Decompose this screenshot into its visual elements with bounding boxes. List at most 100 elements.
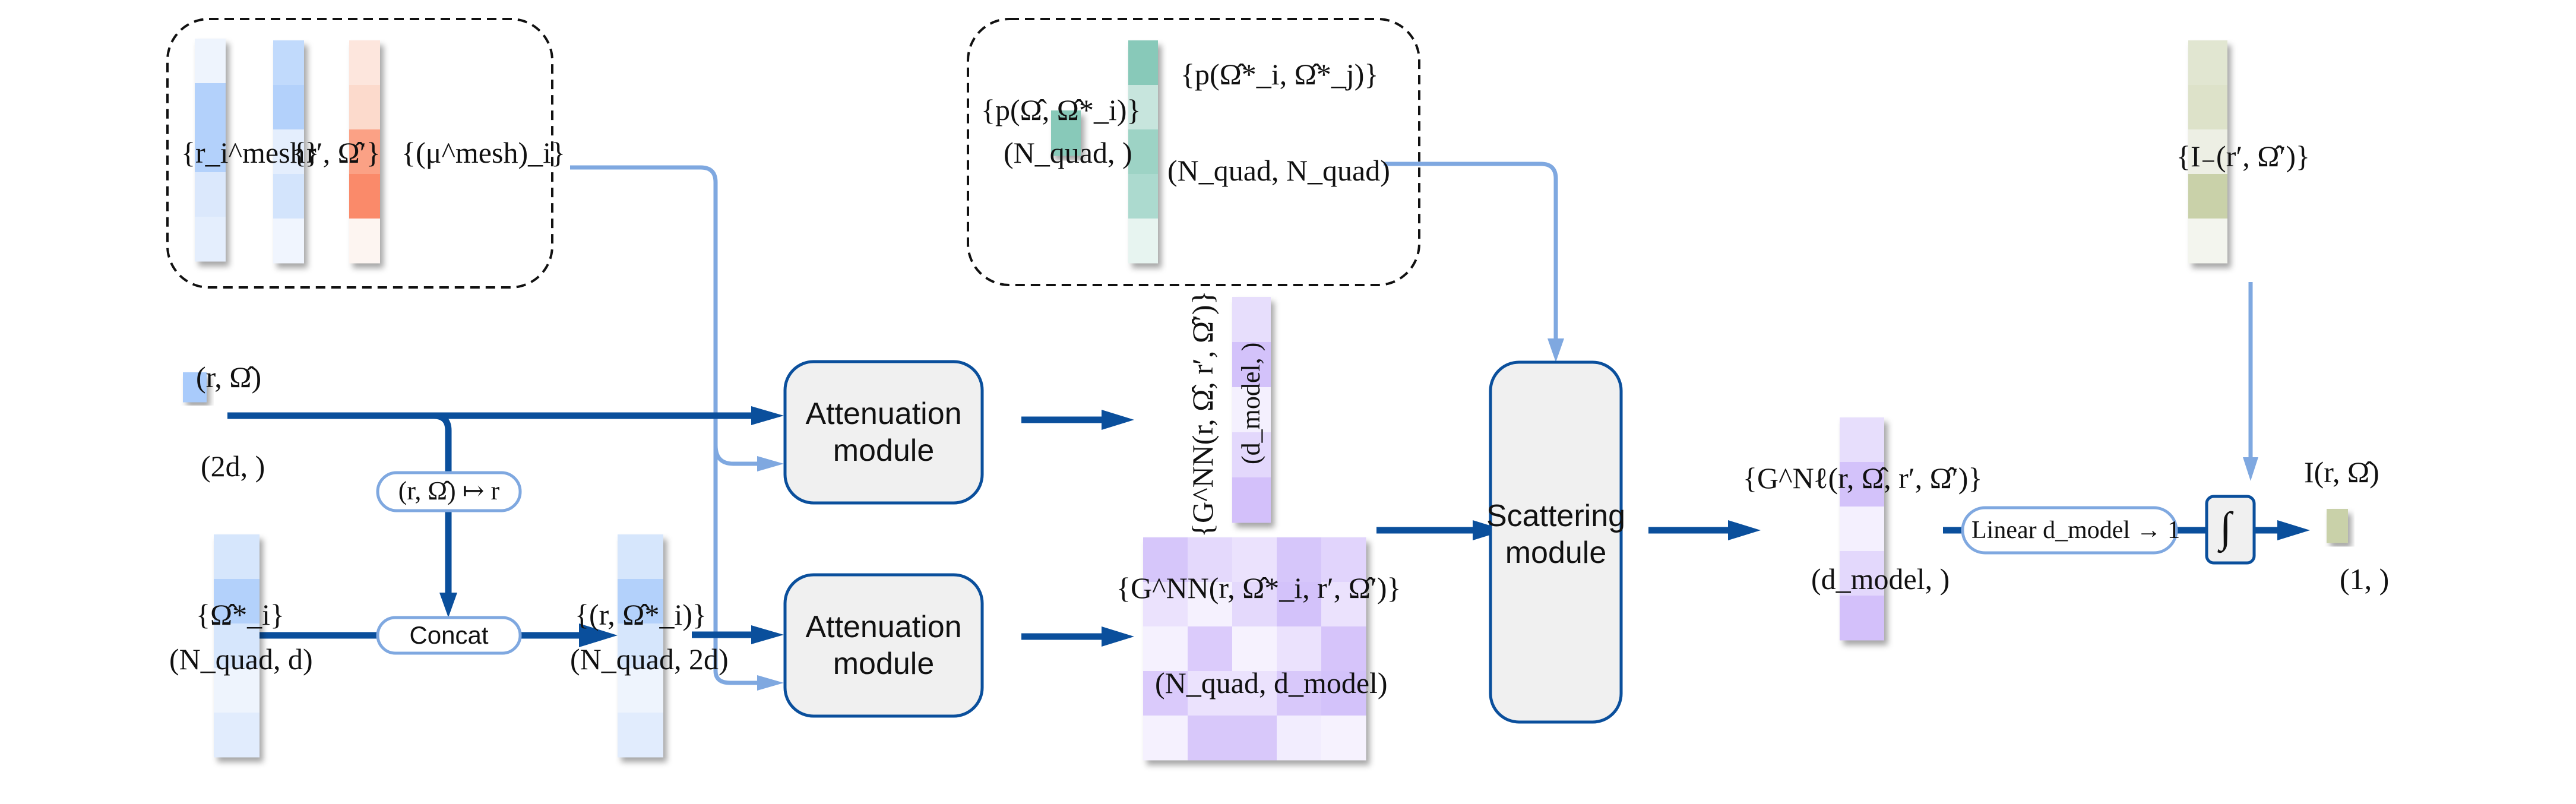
linear-label[interactable]: Linear d_model → 1 bbox=[1971, 517, 2181, 544]
p-vec-shape: (N_quad, ) bbox=[1004, 136, 1132, 169]
incoming-column-cell bbox=[2188, 85, 2227, 130]
attenuation-coeff-column-cell bbox=[349, 40, 380, 86]
phase-function-group bbox=[967, 18, 1420, 286]
arrowhead-scattering-aux bbox=[1548, 338, 1564, 362]
gnn-matrix-cell bbox=[1143, 537, 1188, 583]
attenuation-module-2[interactable] bbox=[783, 573, 984, 718]
attenuation-module-2-label[interactable]: Attenuation module bbox=[805, 609, 962, 681]
gnn-matrix-cell bbox=[1277, 537, 1322, 583]
mesh-positions-column bbox=[195, 39, 226, 262]
arrowhead-att2-aux bbox=[757, 675, 784, 691]
arrowhead-integral-aux bbox=[2243, 457, 2258, 481]
main-connectors bbox=[227, 412, 2283, 640]
incoming-column-cell bbox=[2188, 129, 2227, 175]
query-label: (r, Ω̂) bbox=[196, 360, 262, 394]
gnn-single-column-cell bbox=[1232, 432, 1271, 478]
mesh-positions-column-cell bbox=[195, 128, 226, 173]
mesh-to-attenuation1-branch bbox=[713, 445, 773, 467]
gnn-matrix bbox=[1143, 537, 1366, 761]
gnl-column-cell bbox=[1840, 551, 1884, 596]
p-mat-column-cell bbox=[1128, 174, 1158, 219]
gnn-matrix-cell bbox=[1232, 626, 1277, 672]
primed-points-column-cell bbox=[273, 219, 304, 264]
concat-out-column-cell bbox=[618, 713, 663, 758]
gnn-single-column bbox=[1232, 297, 1271, 523]
concat-out-column bbox=[618, 534, 663, 758]
mesh-positions-column-cell bbox=[195, 172, 226, 217]
query-shape: (2d, ) bbox=[201, 450, 265, 483]
query-branch-down bbox=[433, 412, 452, 473]
phase-to-scattering-line bbox=[1384, 162, 1559, 351]
gnn-matrix-cell bbox=[1188, 671, 1233, 716]
incoming-column-cell bbox=[2188, 40, 2227, 86]
gnn-matrix-cell bbox=[1321, 537, 1366, 583]
gnl-column-cell bbox=[1840, 462, 1884, 507]
gnn-matrix-cell bbox=[1321, 716, 1366, 761]
p-mat-column-cell bbox=[1128, 40, 1158, 86]
attenuation-module-1-label[interactable]: Attenuation module bbox=[805, 396, 962, 468]
concat-pill[interactable] bbox=[376, 616, 522, 655]
gnn-matrix-cell bbox=[1277, 671, 1322, 716]
arrowhead-att2-out bbox=[1102, 626, 1134, 647]
primed-points-column-cell bbox=[273, 85, 304, 130]
p-mat-column bbox=[1128, 40, 1158, 264]
quad-dirs-column bbox=[214, 534, 260, 758]
arrowhead-att1-aux bbox=[757, 456, 784, 471]
primed-points-column bbox=[273, 40, 304, 264]
attenuation-coeff-column-cell bbox=[349, 219, 380, 264]
gnn-matrix-cell bbox=[1232, 582, 1277, 627]
attenuation-module-1[interactable] bbox=[783, 360, 984, 505]
gnn-matrix-cell bbox=[1143, 626, 1188, 672]
gnn-matrix-shape: (N_quad, d_model) bbox=[1155, 666, 1388, 699]
gnn-matrix-cell bbox=[1232, 537, 1277, 583]
gnn-matrix-cell bbox=[1143, 582, 1188, 627]
primed-points-column-cell bbox=[273, 40, 304, 86]
arrowhead-concatout-main bbox=[579, 623, 618, 647]
p-vec-square-cell bbox=[1051, 110, 1081, 156]
scattering-module-label[interactable]: Scattering module bbox=[1486, 498, 1626, 570]
primed-points-column-cell bbox=[273, 129, 304, 175]
output-square bbox=[2327, 509, 2348, 543]
incoming-column-cell bbox=[2188, 174, 2227, 219]
mesh-to-attenuation-line bbox=[570, 165, 773, 686]
incoming-label: {I₋(r′, Ω̂′)} bbox=[2176, 140, 2311, 173]
primed-points-label: {r′, Ω̂′} bbox=[292, 136, 381, 169]
gnl-shape: (d_model, ) bbox=[1811, 562, 1950, 596]
incoming-column-cell bbox=[2188, 219, 2227, 264]
attenuation-coeff-column-cell bbox=[349, 85, 380, 130]
quad-dirs-shape: (N_quad, d) bbox=[169, 642, 313, 676]
p-mat-label: {p(Ω̂*_i, Ω̂*_j)} bbox=[1181, 58, 1379, 91]
output-shape: (1, ) bbox=[2340, 562, 2390, 596]
arrowhead-concat-main bbox=[439, 593, 457, 618]
output-square-cell bbox=[2327, 509, 2348, 543]
arrowhead-scattering-out bbox=[1728, 520, 1761, 540]
attenuation-coeff-label: {(μ^mesh)_i} bbox=[401, 136, 566, 169]
quad-dirs-column-cell bbox=[214, 713, 260, 758]
gnn-matrix-cell bbox=[1188, 716, 1233, 761]
gnn-matrix-cell bbox=[1232, 671, 1277, 716]
integral-box[interactable] bbox=[2205, 495, 2256, 565]
gnn-single-shape: (d_model, ) bbox=[1236, 342, 1265, 464]
gnn-matrix-cell bbox=[1188, 582, 1233, 627]
concat-label[interactable]: Concat bbox=[409, 621, 489, 649]
gnn-matrix-cell bbox=[1321, 582, 1366, 627]
concat-out-label: {(r, Ω̂*_i)} bbox=[575, 598, 707, 631]
gnn-matrix-cell bbox=[1277, 626, 1322, 672]
p-vec-square bbox=[1051, 110, 1081, 156]
projection-label[interactable]: (r, Ω̂) ↦ r bbox=[398, 476, 500, 505]
mesh-positions-column-cell bbox=[195, 83, 226, 128]
p-mat-shape: (N_quad, N_quad) bbox=[1167, 154, 1390, 187]
concat-out-column-cell bbox=[618, 668, 663, 713]
query-square-cell bbox=[183, 372, 207, 403]
gnl-column-cell bbox=[1840, 507, 1884, 552]
concat-out-column-cell bbox=[618, 579, 663, 624]
projection-pill[interactable] bbox=[376, 471, 522, 512]
concat-out-column-cell bbox=[618, 534, 663, 580]
output-label: I(r, Ω̂) bbox=[2304, 455, 2379, 489]
attenuation-coeff-column-cell bbox=[349, 129, 380, 175]
linear-pill[interactable] bbox=[1961, 506, 2178, 555]
gnn-single-column-cell bbox=[1232, 387, 1271, 433]
scattering-module[interactable] bbox=[1489, 360, 1623, 724]
attenuation-coeff-column-cell bbox=[349, 174, 380, 219]
gnn-matrix-cell bbox=[1277, 582, 1322, 627]
